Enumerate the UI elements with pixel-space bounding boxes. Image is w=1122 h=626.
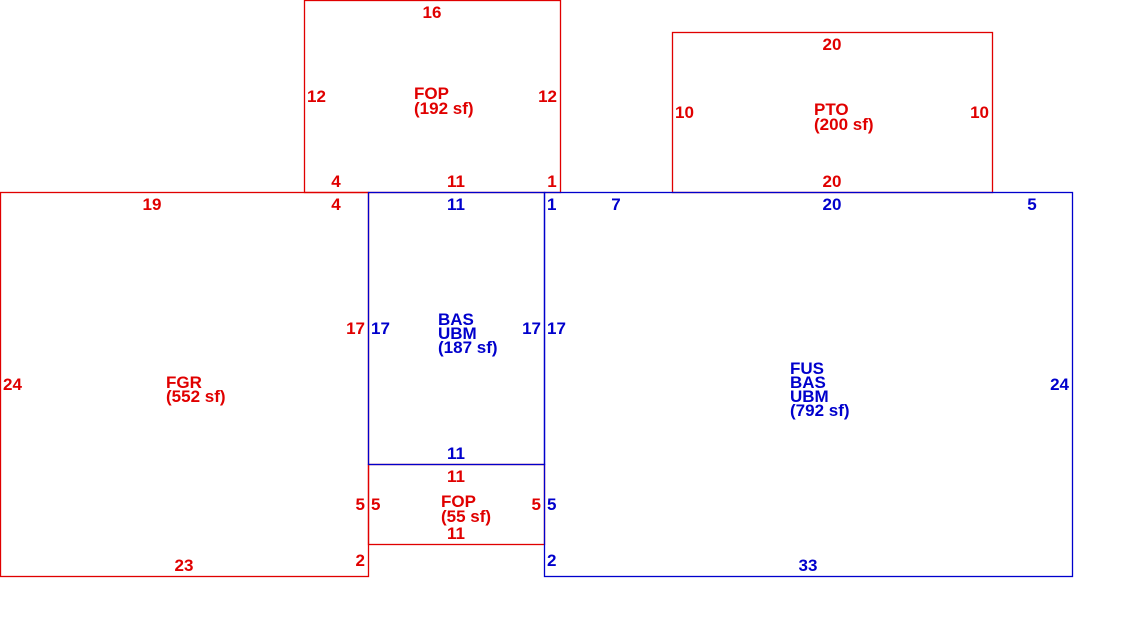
main-area: (792 sf) [790,401,850,420]
main-dim-top-left: 1 [547,195,556,214]
bas-small-dim-top: 11 [447,195,465,214]
fgr-dim-top-left: 19 [143,195,162,214]
fop-top-dim-top: 16 [423,3,442,22]
fop-bottom-dim-right: 5 [532,495,541,514]
bas-small-dim-right: 17 [522,319,541,338]
main-dim-top-a: 7 [611,195,620,214]
main-living-outline [543,191,1074,578]
bas-small-code-1: BAS [438,310,474,329]
main-dim-right: 24 [1050,375,1069,394]
fgr-area: (552 sf) [166,387,226,406]
fgr-dim-left: 24 [3,375,22,394]
fgr-dim-bottom-right: 2 [356,551,365,570]
pto-dim-top: 20 [823,35,842,54]
main-code-1: FUS [790,359,824,378]
bas-small-dim-bottom: 11 [447,444,465,463]
fop-bottom-dim-left: 5 [371,495,380,514]
fop-top-dim-bottom-mid: 11 [447,172,465,191]
fop-top-area: (192 sf) [414,99,474,118]
fop-bottom-dim-bottom: 11 [447,524,465,543]
main-dim-left-lower: 5 [547,495,556,514]
fop-bottom-area: (55 sf) [441,507,491,526]
main-code-3: UBM [790,387,829,406]
fop-top-dim-left: 12 [307,87,326,106]
fop-bottom-code: FOP [441,492,476,511]
pto-dim-bottom: 20 [823,172,842,191]
fgr-dim-right-upper: 17 [346,319,365,338]
fgr-dim-bottom: 23 [175,556,194,575]
bas-small-code-2: UBM [438,324,477,343]
fop-bottom-dim-top: 11 [447,467,465,486]
bas-small-dim-left: 17 [371,319,390,338]
fgr-dim-top-right: 4 [331,195,341,214]
main-code-2: BAS [790,373,826,392]
pto-area: (200 sf) [814,115,874,134]
fop-top-dim-right: 12 [538,87,557,106]
main-dim-left-bottom: 2 [547,551,556,570]
pto-dim-right: 10 [970,103,989,122]
pto-dim-left: 10 [675,103,694,122]
bas-small-area: (187 sf) [438,338,498,357]
main-dim-top-b: 20 [823,195,842,214]
fop-top-dim-bottom-left: 4 [331,172,341,191]
main-dim-bottom: 33 [799,556,818,575]
fop-top-code: FOP [414,84,449,103]
main-dim-left-upper: 17 [547,319,566,338]
main-dim-top-right: 5 [1027,195,1036,214]
fgr-code: FGR [166,373,202,392]
pto-code: PTO [814,100,849,119]
fop-top-dim-bottom-right: 1 [547,172,556,191]
fgr-dim-right-lower: 5 [356,495,365,514]
